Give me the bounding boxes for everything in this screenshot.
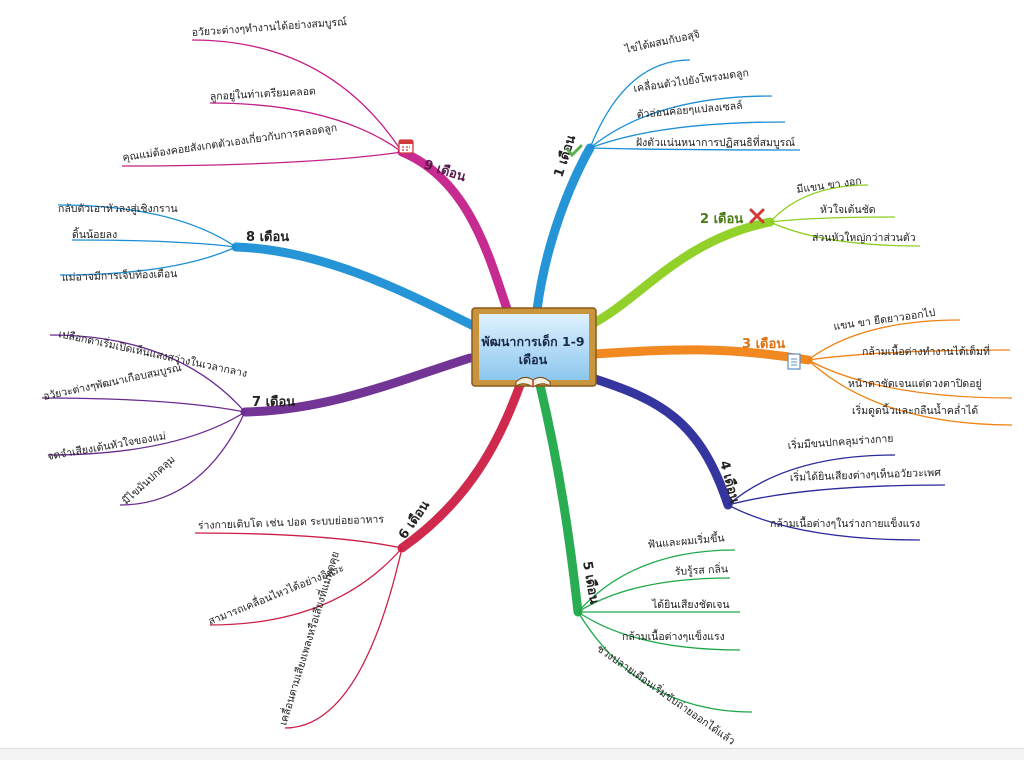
branch-main-line xyxy=(240,353,475,417)
sub-branch-line xyxy=(577,611,741,651)
sub-topic-m6-0[interactable]: ร่างกายเติบโต เช่น ปอด ระบบย่อยอาหาร xyxy=(198,512,385,532)
sub-topic-m5-4[interactable]: ช่วงปลายเดือนเริ่มขับถ่ายออกได้แล้ว xyxy=(594,641,738,748)
branch-main-line xyxy=(532,143,595,315)
central-topic-line1: พัฒนาการเด็ก 1-9 xyxy=(481,334,584,349)
sub-topic-m5-0[interactable]: ฟันและผมเริ่มขึ้น xyxy=(647,530,725,551)
branch-m7[interactable]: เปลือกตาเริ่มเปิดเห็นแสงสว่างในเวลากลางอ… xyxy=(41,326,475,507)
sub-branch-line xyxy=(577,611,753,713)
branch-label-m2[interactable]: 2 เดือน xyxy=(700,211,743,227)
sub-topic-m4-1[interactable]: เริ่มได้ยินเสียงต่างๆเห็นอวัยวะเพศ xyxy=(790,465,942,484)
sub-topic-m5-2[interactable]: ได้ยินเสียงชัดเจน xyxy=(651,598,730,611)
branch-label-m5[interactable]: 5 เดือน xyxy=(579,560,602,605)
sub-branch-line xyxy=(57,204,237,248)
sub-branch-line xyxy=(41,397,246,413)
branch-main-line xyxy=(587,373,733,510)
book-icon xyxy=(515,376,551,388)
sub-branch-line xyxy=(209,547,403,626)
sub-topic-m8-0[interactable]: กลับตัวเอาหัวลงสู่เชิงกราน xyxy=(58,203,178,215)
central-topic-line2: เดือน xyxy=(519,352,548,367)
branch-main-line xyxy=(589,345,813,365)
sub-topic-m4-0[interactable]: เริ่มมีขนปกคลุมร่างกาย xyxy=(787,431,894,452)
sub-branch-line xyxy=(49,334,246,413)
sub-branch-line xyxy=(209,102,403,153)
sub-topic-m3-1[interactable]: กล้ามเนื้อต่างทำงานได้เต็มที่ xyxy=(862,344,990,358)
sub-topic-m4-2[interactable]: กล้ามเนื้อต่างๆในร่างกายแข็งแรง xyxy=(770,516,920,530)
sub-branch-line xyxy=(727,504,921,541)
branch-label-m7[interactable]: 7 เดือน xyxy=(252,394,295,410)
branch-m9[interactable]: อวัยวะต่างๆทำงานได้อย่างสมบูรณ์ลูกอยู่ใน… xyxy=(121,15,513,317)
sub-topic-m9-2[interactable]: คุณแม่ต้องคอยสังเกตตัวเองเกี่ยวกับการคลอ… xyxy=(121,120,337,164)
calendar-icon xyxy=(398,139,414,154)
sub-topic-m3-2[interactable]: หน้าตาชัดเจนแต่ดวงตาปิดอยู่ xyxy=(848,378,982,390)
sub-branch-line xyxy=(119,411,246,506)
branch-m3[interactable]: แขน ขา ยืดยาวออกไปกล้ามเนื้อต่างทำงานได้… xyxy=(589,306,1013,426)
branch-main-line xyxy=(585,217,775,330)
sub-branch-line xyxy=(807,319,961,361)
sub-branch-line xyxy=(71,239,237,248)
sub-topic-m1-3[interactable]: ฝังตัวแน่นหนาการปฏิสนธิที่สมบูรณ์ xyxy=(636,135,795,149)
branch-m4[interactable]: เริ่มมีขนปกคลุมร่างกายเริ่มได้ยินเสียงต่… xyxy=(587,373,946,541)
sub-branch-line xyxy=(59,246,237,276)
sub-branch-line xyxy=(121,151,403,167)
sub-branch-line xyxy=(769,184,869,223)
branch-main-line xyxy=(397,147,513,317)
branch-main-line xyxy=(397,380,525,553)
branch-m2[interactable]: มีแขน ขา งอกหัวใจเต้นชัดส่วนหัวใหญ่กว่าส… xyxy=(585,174,921,330)
branch-label-m3[interactable]: 3 เดือน xyxy=(742,336,785,352)
sub-branch-line xyxy=(577,549,736,613)
sub-topic-m5-3[interactable]: กล้ามเนื้อต่างๆแข็งแรง xyxy=(622,629,725,643)
sub-branch-line xyxy=(577,577,731,613)
branch-main-line xyxy=(535,380,583,617)
branch-m5[interactable]: ฟันและผมเริ่มขึ้นรับรู้รส กลิ่นได้ยินเสี… xyxy=(535,380,753,748)
sub-topic-m3-0[interactable]: แขน ขา ยืดยาวออกไป xyxy=(833,306,937,333)
sub-branch-line xyxy=(807,349,1011,361)
sub-topic-m7-3[interactable]: มีไขมันปกคลุม xyxy=(119,453,177,507)
sub-branch-line xyxy=(194,532,403,549)
board-surface xyxy=(479,314,589,380)
sub-topic-m2-1[interactable]: หัวใจเต้นชัด xyxy=(820,203,876,216)
branch-main-line xyxy=(231,242,487,335)
sub-branch-line xyxy=(589,59,691,149)
sub-branch-line xyxy=(589,121,786,149)
sub-topic-m2-2[interactable]: ส่วนหัวใหญ่กว่าส่วนตัว xyxy=(812,231,916,244)
sub-topic-m8-1[interactable]: ดิ้นน้อยลง xyxy=(72,227,117,241)
sub-branch-line xyxy=(191,39,403,153)
sub-topic-m1-0[interactable]: ไข่ได้ผสมกับอสุจิ xyxy=(623,27,701,56)
sub-topic-m5-1[interactable]: รับรู้รส กลิ่น xyxy=(674,561,728,578)
cross-icon xyxy=(749,208,765,224)
branch-m6[interactable]: ร่างกายเติบโต เช่น ปอด ระบบย่อยอาหารสามา… xyxy=(194,380,525,729)
document-icon xyxy=(787,353,801,370)
central-topic[interactable]: พัฒนาการเด็ก 1-9 เดือน xyxy=(471,307,597,388)
sub-branch-line xyxy=(589,95,773,149)
sub-branch-line xyxy=(769,216,896,223)
sub-branch-line xyxy=(807,359,1013,399)
branch-label-m8[interactable]: 8 เดือน xyxy=(246,229,289,245)
branch-m1[interactable]: ไข่ได้ผสมกับอสุจิเคลื่อนตัวไปยังโพรงมดลู… xyxy=(532,27,801,315)
sub-branch-line xyxy=(47,411,246,456)
sub-topic-m1-2[interactable]: ตัวอ่อนค่อยๆแปลงเซลล์ xyxy=(636,99,743,121)
sub-topic-m2-0[interactable]: มีแขน ขา งอก xyxy=(796,174,863,196)
sub-branch-line xyxy=(727,484,946,506)
sub-branch-line xyxy=(284,547,403,729)
check-icon xyxy=(566,144,583,158)
sub-topic-m9-0[interactable]: อวัยวะต่างๆทำงานได้อย่างสมบูรณ์ xyxy=(191,15,347,39)
bottom-scroll-bar[interactable] xyxy=(0,748,1024,760)
sub-topic-m8-2[interactable]: แม่อาจมีการเจ็บท้องเตือน xyxy=(62,266,178,284)
branch-m8[interactable]: กลับตัวเอาหัวลงสู่เชิงกรานดิ้นน้อยลงแม่อ… xyxy=(57,203,487,335)
sub-branch-line xyxy=(769,221,921,247)
sub-branch-line xyxy=(727,454,896,506)
sub-topic-m7-1[interactable]: อวัยวะต่างๆพัฒนาเกือบสมบูรณ์ xyxy=(42,361,183,403)
sub-branch-line xyxy=(807,359,1013,426)
sub-branch-line xyxy=(589,147,801,151)
sub-topic-m3-3[interactable]: เริ่มดูดนิ้วและกลืนน้ำคล่ำได้ xyxy=(852,403,978,417)
sub-topic-m9-1[interactable]: ลูกอยู่ในท่าเตรียมคลอด xyxy=(209,84,316,103)
